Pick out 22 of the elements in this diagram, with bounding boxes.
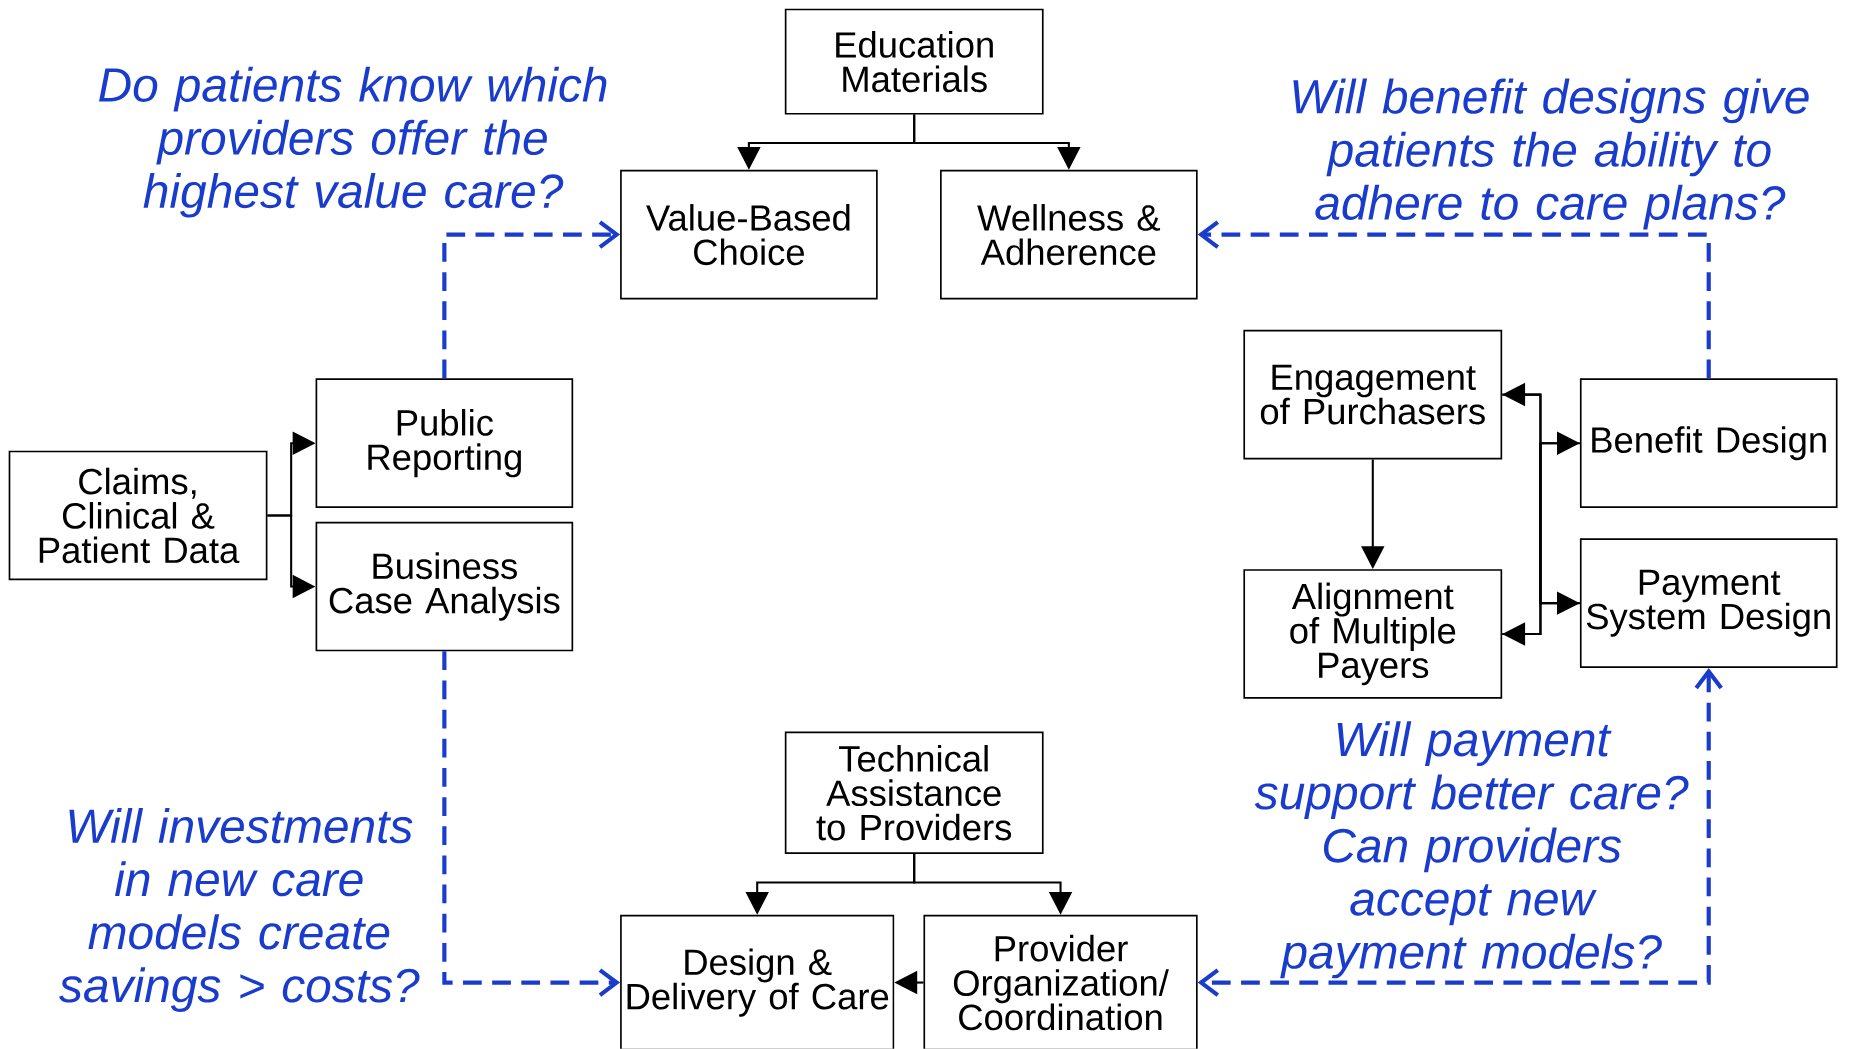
question-text: Will payment support better care? [1254, 721, 1689, 820]
arrow [442, 651, 621, 997]
question-text: Will benefit designs give patients the ability to adhere to care plans? [1293, 78, 1809, 230]
process-box: Payment System Design [1579, 538, 1838, 669]
process-box: Public Reporting [315, 378, 574, 509]
process-box: Claims, Clinical & Patient Data [8, 450, 268, 581]
process-box: Education Materials [784, 8, 1044, 115]
process-box: Benefit Design [1579, 378, 1838, 509]
question-text: Do patients know which providers offer the highest value care? [99, 66, 607, 218]
arrow [1197, 220, 1711, 379]
process-box: Technical Assistance to Providers [784, 731, 1044, 855]
question-text: Will investments in new care models create savings > costs? [59, 808, 420, 1013]
process-box: Provider Organization/ Coordination [923, 914, 1198, 1049]
process-box: Wellness & Adherence [940, 169, 1198, 300]
question-text: Can providers accept new payment models? [1280, 827, 1662, 979]
process-box: Design & Delivery of Care [620, 914, 895, 1049]
arrow [442, 220, 621, 379]
process-box: Alignment of Multiple Payers [1243, 569, 1503, 699]
process-box: Business Case Analysis [315, 521, 574, 652]
arrow [1197, 668, 1723, 997]
process-box: Value-Based Choice [620, 169, 878, 300]
process-box: Engagement of Purchasers [1243, 329, 1503, 460]
